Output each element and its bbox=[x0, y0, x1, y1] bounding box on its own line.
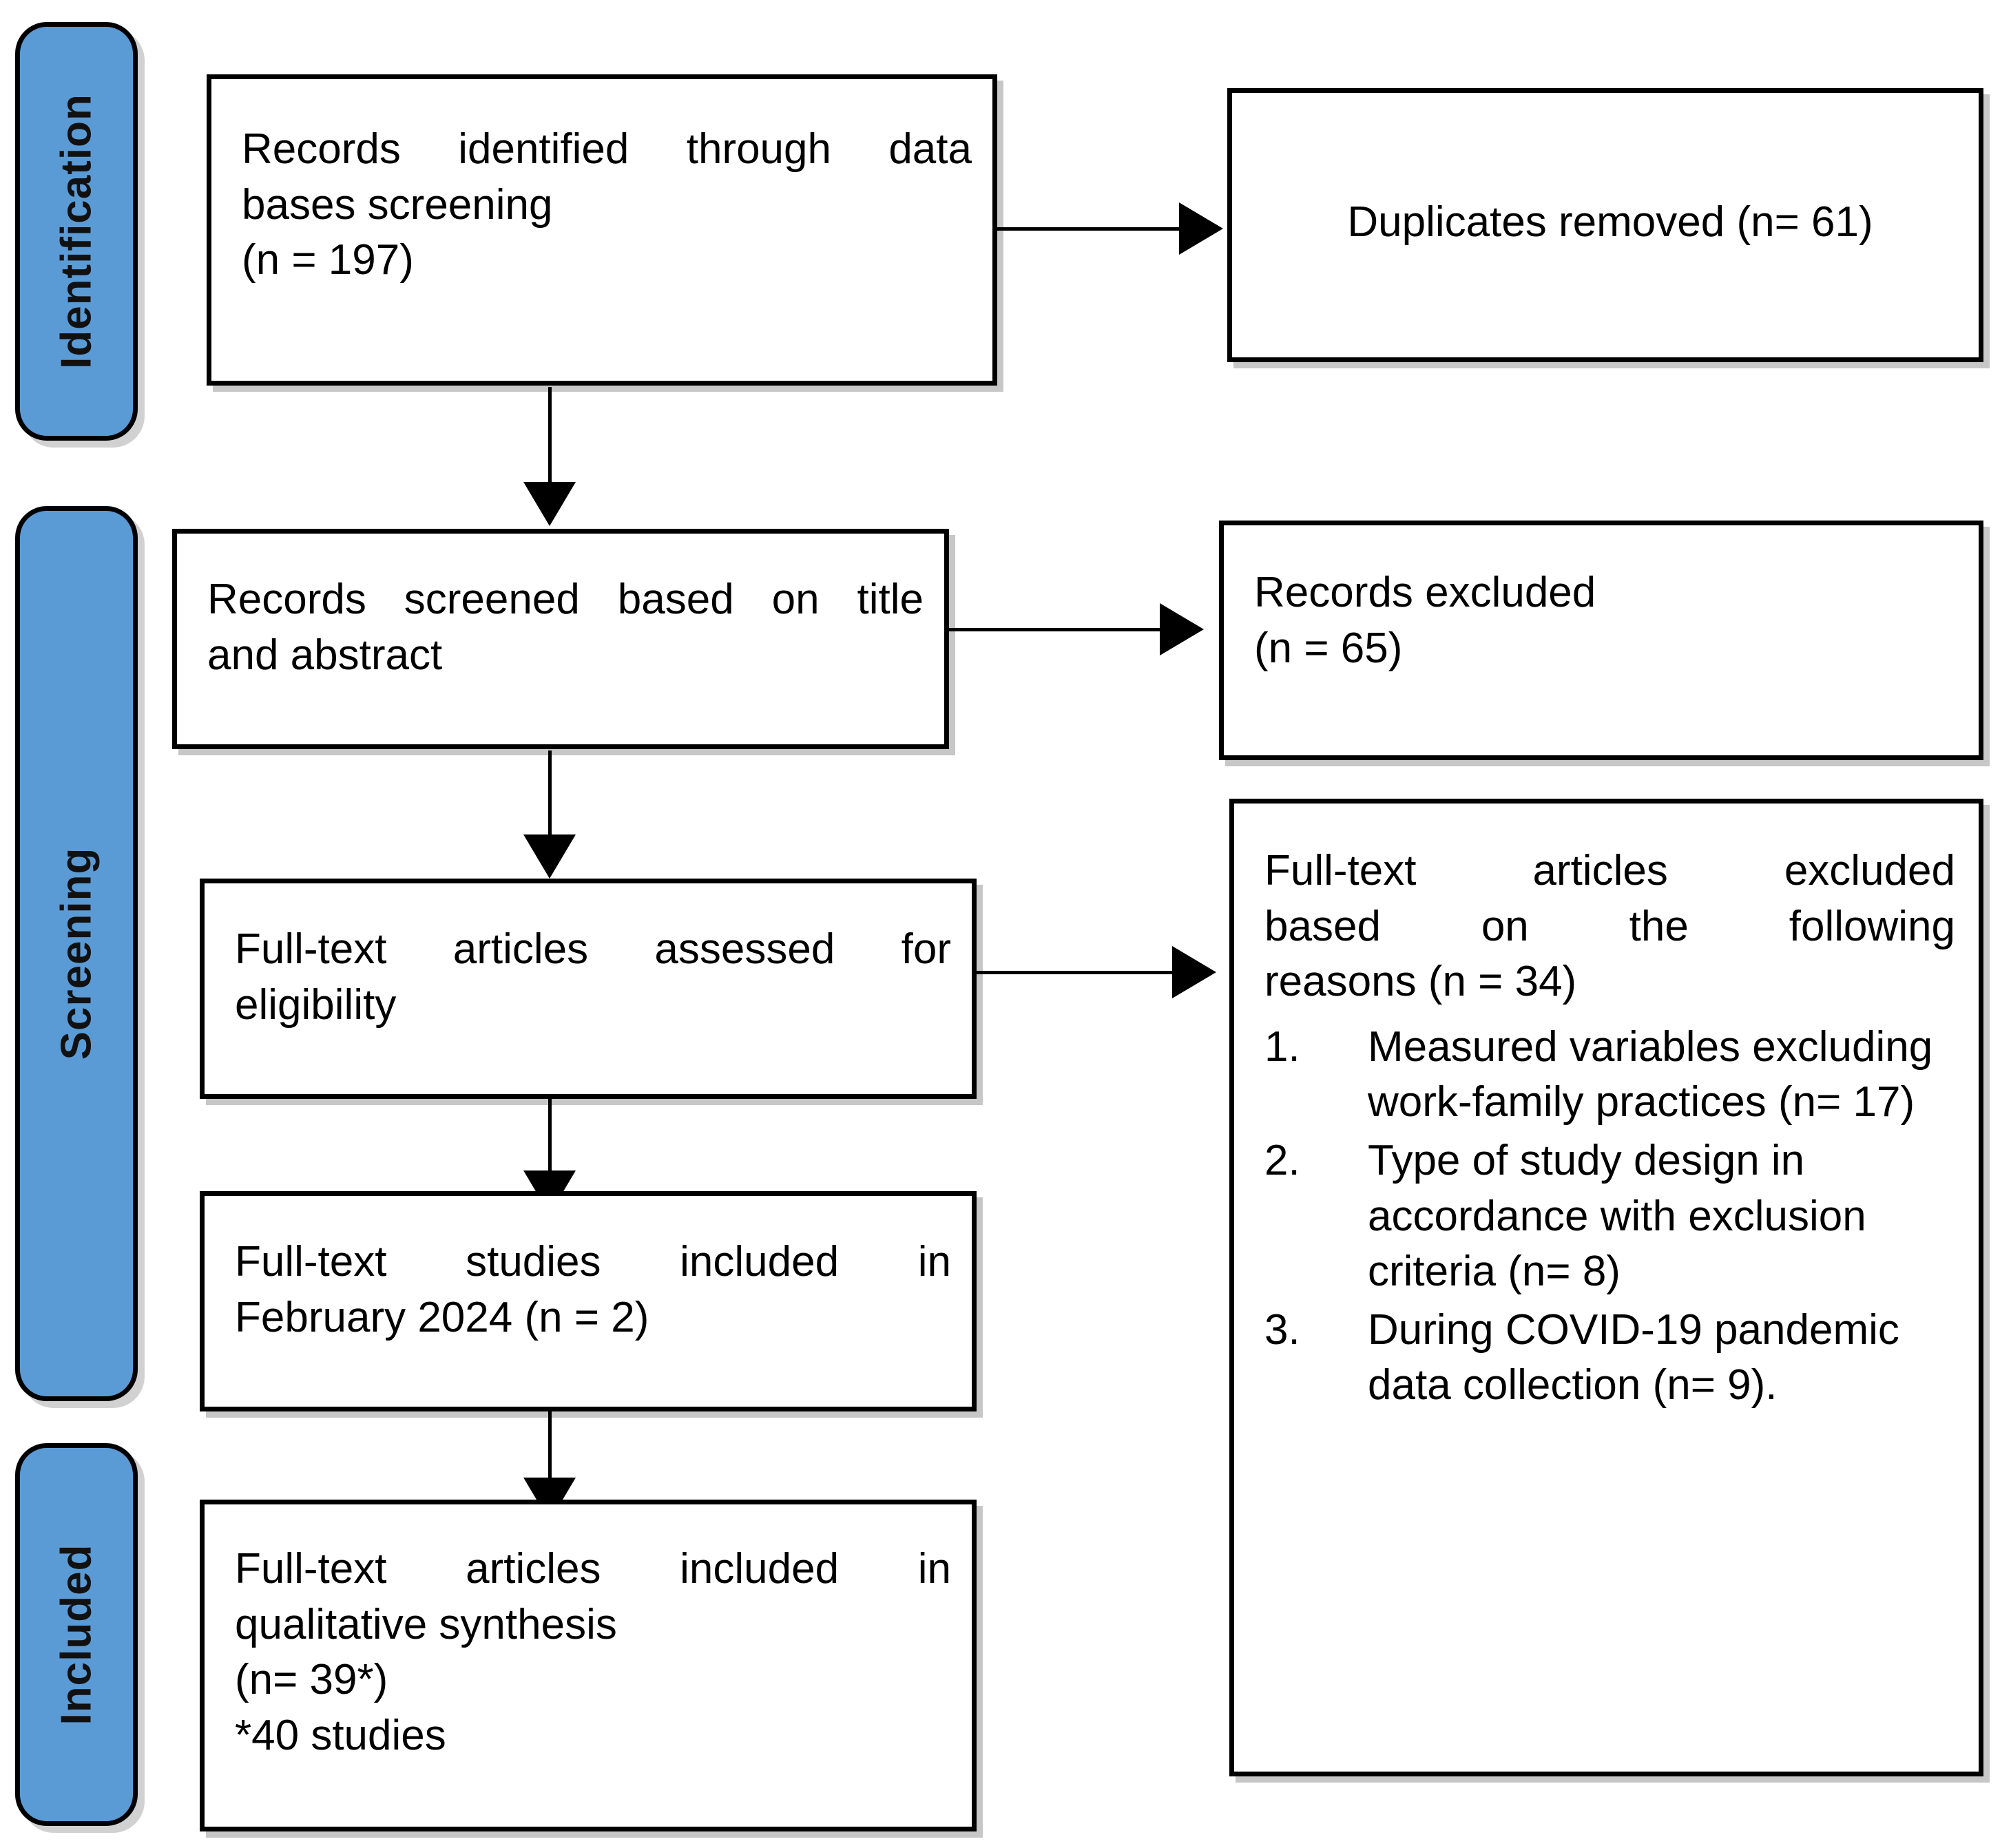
connector-screened-to-assessed-line bbox=[548, 750, 552, 848]
reason-number: 1. bbox=[1264, 1022, 1300, 1071]
fulltext-assessed-line-2: eligibility bbox=[235, 980, 397, 1029]
fulltext-excluded-line-3: reasons (n = 34) bbox=[1264, 958, 1577, 1006]
studies-included-line-2: February 2024 (n = 2) bbox=[235, 1293, 649, 1341]
qualitative-line-2: qualitative synthesis bbox=[235, 1600, 617, 1648]
records-excluded-line-2: (n = 65) bbox=[1254, 624, 1403, 672]
exclusion-reason-list: 1. Measured variables excluding work-fam… bbox=[1264, 1020, 1955, 1414]
records-identified-line-1: Records identified through dataRecordsid… bbox=[242, 125, 972, 173]
connector-screened-to-excluded-arrow bbox=[1160, 603, 1204, 655]
stage-pill-included: Included bbox=[15, 1443, 138, 1826]
duplicates-removed-line-1: Duplicates removed (n= 61) bbox=[1347, 198, 1873, 246]
connector-identified-to-duplicates-line bbox=[997, 227, 1183, 231]
reason-number: 3. bbox=[1264, 1305, 1300, 1354]
records-identified-line-2: bases screening bbox=[242, 180, 553, 229]
connector-assessed-to-ftexcluded-arrow bbox=[1172, 946, 1216, 998]
records-screened-line-2: and abstract bbox=[207, 631, 443, 679]
connector-screened-to-excluded-line bbox=[949, 628, 1163, 631]
reason-text: Measured variables excluding work-family… bbox=[1368, 1022, 1933, 1126]
qualitative-line-1: Full-text articles included inFull-texta… bbox=[235, 1545, 951, 1593]
qualitative-line-3: (n= 39*) bbox=[235, 1656, 388, 1704]
box-records-identified: Records identified through dataRecordsid… bbox=[207, 74, 997, 386]
box-qualitative-synthesis: Full-text articles included inFull-texta… bbox=[200, 1500, 977, 1831]
records-identified-line-3: (n = 197) bbox=[242, 236, 414, 284]
studies-included-line-1: Full-text studies included inFull-textst… bbox=[235, 1238, 951, 1285]
connector-assessed-to-ftexcluded-line bbox=[977, 971, 1176, 974]
connector-identified-to-duplicates-arrow bbox=[1179, 202, 1223, 255]
fulltext-assessed-line-1: Full-text articles assessed forFull-text… bbox=[235, 925, 951, 973]
reason-text: During COVID-19 pandemic data collection… bbox=[1368, 1305, 1899, 1409]
fulltext-excluded-line-1: Full-text articles excludedFull-textarti… bbox=[1264, 847, 1955, 894]
stage-label-identification: Identification bbox=[52, 94, 101, 369]
connector-identified-to-screened-line bbox=[548, 387, 552, 496]
connector-screened-to-assessed-arrow bbox=[523, 834, 576, 879]
connector-identified-to-screened-arrow bbox=[523, 482, 576, 526]
qualitative-line-4: *40 studies bbox=[235, 1711, 446, 1759]
fulltext-excluded-line-2: based on the followingbasedonthefollowin… bbox=[1264, 902, 1955, 950]
stage-label-screening: Screening bbox=[52, 847, 101, 1060]
box-records-excluded: Records excluded (n = 65) bbox=[1219, 521, 1983, 760]
list-item: 1. Measured variables excluding work-fam… bbox=[1264, 1020, 1955, 1131]
records-excluded-line-1: Records excluded bbox=[1254, 569, 1596, 616]
box-studies-included: Full-text studies included inFull-textst… bbox=[200, 1191, 977, 1411]
list-item: 3. During COVID-19 pandemic data collect… bbox=[1264, 1303, 1955, 1414]
reason-text: Type of study design in accordance with … bbox=[1368, 1136, 1866, 1296]
box-records-screened: Records screened based on titleRecordssc… bbox=[172, 529, 949, 749]
connector-assessed-to-studies-line bbox=[548, 1099, 552, 1184]
connector-studies-to-qualitative-line bbox=[548, 1411, 552, 1493]
box-duplicates-removed: Duplicates removed (n= 61) bbox=[1227, 88, 1983, 362]
stage-pill-screening: Screening bbox=[15, 506, 138, 1401]
list-item: 2. Type of study design in accordance wi… bbox=[1264, 1133, 1955, 1300]
box-fulltext-assessed: Full-text articles assessed forFull-text… bbox=[200, 879, 977, 1099]
reason-number: 2. bbox=[1264, 1136, 1300, 1184]
stage-pill-identification: Identification bbox=[15, 22, 138, 441]
stage-label-included: Included bbox=[52, 1544, 101, 1725]
records-screened-line-1: Records screened based on titleRecordssc… bbox=[207, 576, 924, 623]
box-fulltext-excluded: Full-text articles excludedFull-textarti… bbox=[1229, 799, 1983, 1776]
